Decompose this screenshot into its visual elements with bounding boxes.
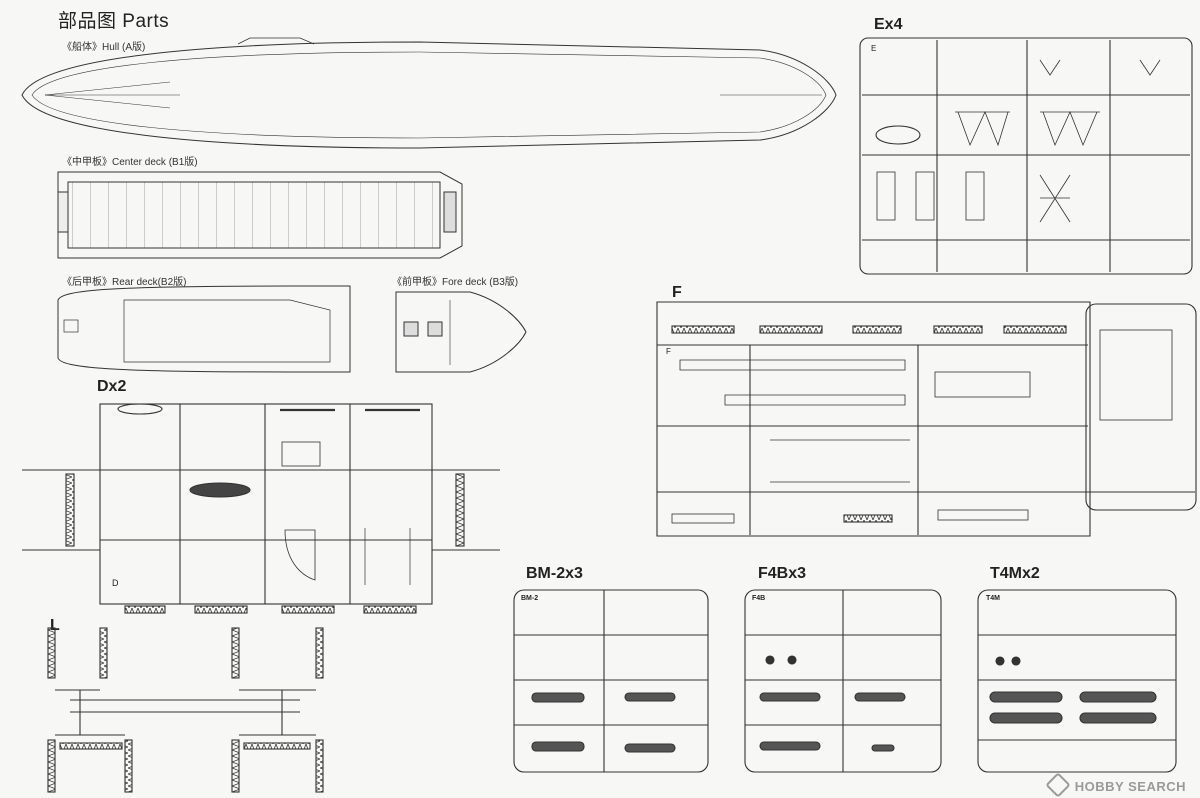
center-deck-drawing <box>57 171 463 259</box>
rear-deck-drawing <box>57 285 351 373</box>
center-deck-label: 《中甲板》Center deck (B1版) <box>62 157 198 168</box>
sprue-bm-title: BM-2x3 <box>526 565 583 582</box>
sprue-dx-tag: D <box>112 578 119 588</box>
sprue-bm-drawing <box>513 589 709 773</box>
sprue-dx-drawing <box>22 403 500 614</box>
sprue-ex-drawing <box>859 37 1193 275</box>
fore-deck-label: 《前甲板》Fore deck (B3版) <box>392 277 519 288</box>
sprue-f4b-tag: F4B <box>752 595 766 602</box>
sprue-f-tag: F <box>666 347 671 356</box>
sprue-ex-title: Ex4 <box>874 16 903 33</box>
sprue-ex-tag: E <box>871 44 877 53</box>
hull-label: 《船体》Hull (A版) <box>62 42 146 53</box>
sprue-dx-title: Dx2 <box>97 378 127 395</box>
watermark-text: HOBBY SEARCH <box>1074 779 1186 794</box>
sprue-bm-tag: BM-2 <box>521 595 539 602</box>
sprue-f-title: F <box>672 284 682 301</box>
fore-deck-drawing <box>395 291 527 373</box>
hull-drawing <box>21 37 837 149</box>
sprue-l-drawing <box>47 627 324 793</box>
sprue-t4m-title: T4Mx2 <box>990 565 1040 582</box>
rear-deck-label: 《后甲板》Rear deck(B2版) <box>62 277 187 288</box>
hobby-search-logo-icon <box>1045 772 1071 798</box>
sprue-f-drawing <box>656 301 1197 537</box>
watermark: HOBBY SEARCH <box>1045 772 1186 798</box>
sprue-f4b-drawing <box>744 589 942 773</box>
sprue-f4b-title: F4Bx3 <box>758 565 807 582</box>
sprue-t4m-tag: T4M <box>986 595 1000 602</box>
sprue-t4m-drawing <box>977 589 1177 773</box>
sprue-l-title: L <box>50 617 60 634</box>
page-title: 部品图 Parts <box>58 11 170 32</box>
